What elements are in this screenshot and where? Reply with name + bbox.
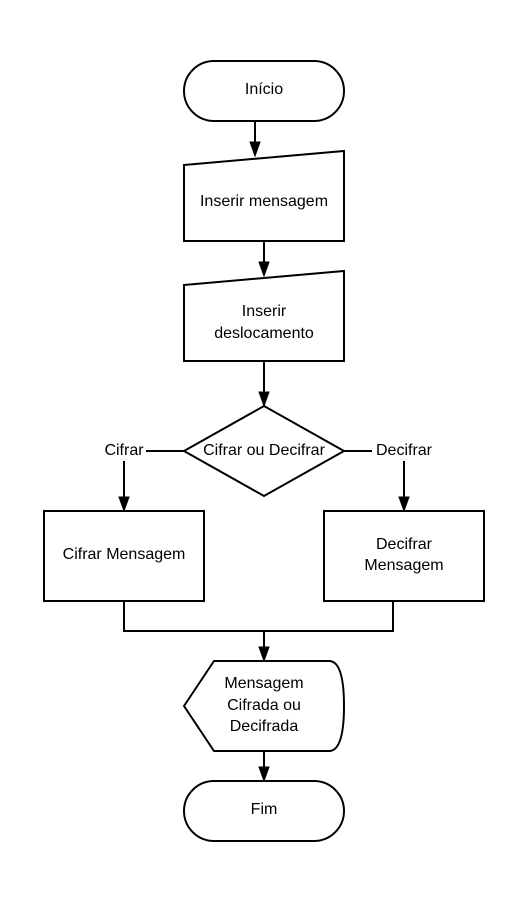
output-label-line3: Decifrada: [230, 718, 299, 735]
arrowhead: [249, 141, 261, 158]
decrypt-label-line2: Mensagem: [364, 557, 443, 574]
encrypt-label: Cifrar Mensagem: [63, 546, 186, 563]
branch-left-label: Cifrar: [104, 442, 144, 459]
input-message-node: [183, 149, 345, 242]
arrowhead: [258, 646, 270, 663]
arrowhead: [398, 496, 410, 513]
end-node-label: Fim: [251, 801, 278, 818]
edge-merge: [123, 601, 394, 632]
arrowhead: [258, 261, 270, 278]
output-label-line2: Cifrada ou: [227, 697, 301, 714]
decision-label: Cifrar ou Decifrar: [203, 442, 325, 459]
decrypt-node: [323, 510, 485, 602]
arrowhead: [118, 496, 130, 513]
branch-right-label: Decifrar: [376, 442, 433, 459]
decision-node: [181, 404, 347, 498]
output-label-line1: Mensagem: [224, 675, 303, 692]
output-node: [182, 660, 346, 752]
input-message-label: Inserir mensagem: [200, 193, 328, 210]
arrowhead: [258, 391, 270, 408]
start-node-label: Início: [245, 81, 283, 98]
input-shift-label-line2: deslocamento: [214, 325, 314, 342]
input-shift-node: [183, 269, 345, 362]
input-shift-label-line1: Inserir: [242, 303, 287, 320]
decrypt-label-line1: Decifrar: [376, 536, 433, 553]
start-node: [183, 60, 345, 122]
encrypt-node: [43, 510, 205, 602]
end-node: [183, 780, 345, 842]
arrowhead: [258, 766, 270, 783]
